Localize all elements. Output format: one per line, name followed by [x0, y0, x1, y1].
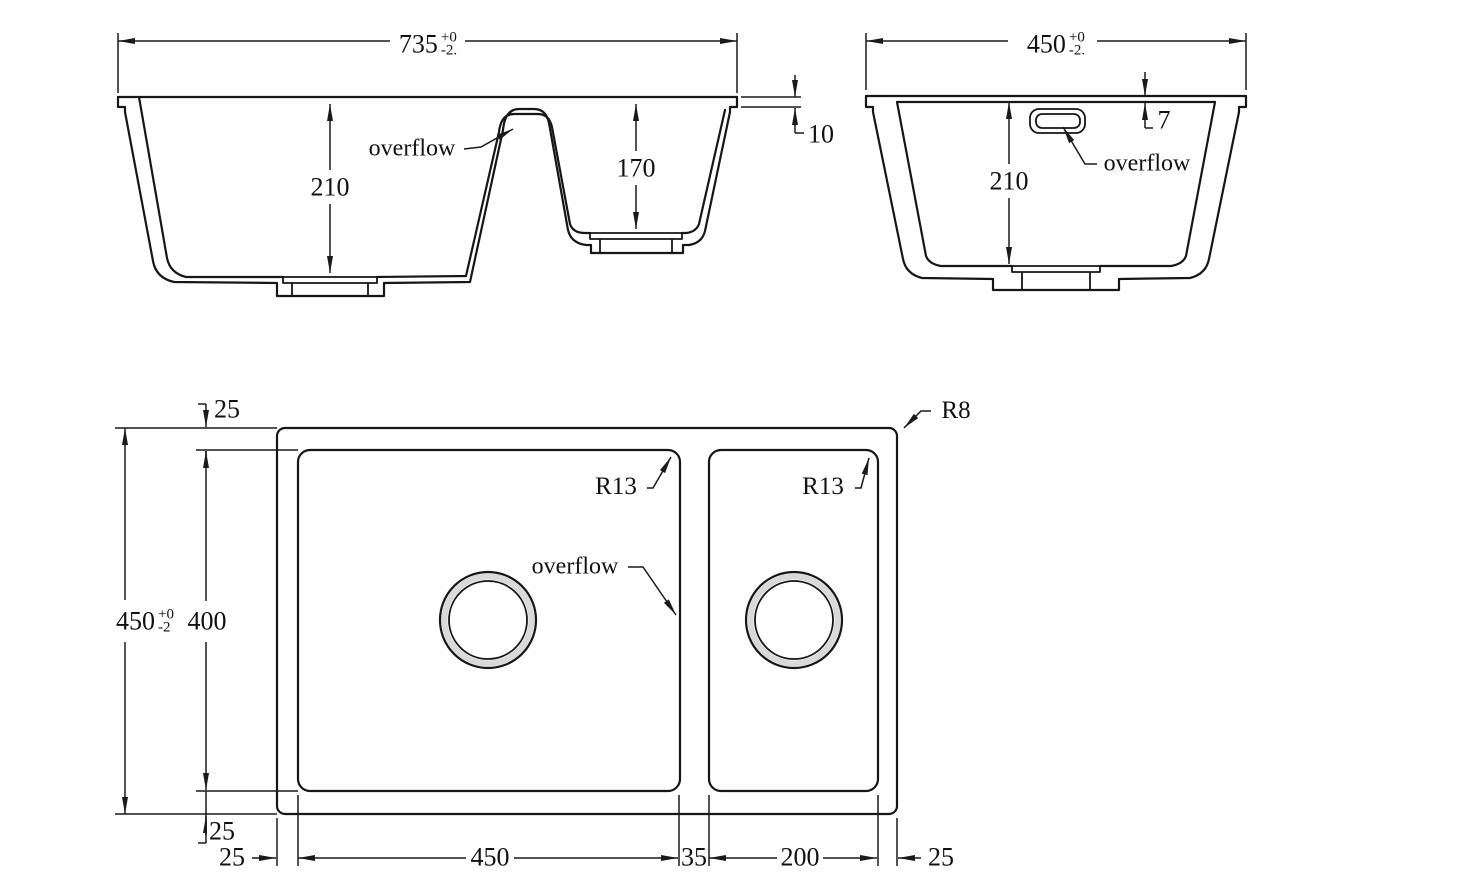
- plan-edge-top-dim: 25: [212, 394, 242, 424]
- front-view-linework: [116, 33, 804, 298]
- plan-bowl1-corner-radius-label: R13: [593, 472, 639, 501]
- front-width-value: 735: [398, 29, 438, 59]
- plan-bowl-length-dim: 400: [185, 606, 229, 636]
- small-bowl-drain: [744, 570, 844, 670]
- plan-edge-left-dim: 25: [217, 842, 247, 872]
- front-width-tolerance: +0 -2.: [440, 28, 458, 58]
- front-small-bowl-depth-dim: 170: [614, 153, 658, 183]
- plan-height-tolerance: +0 -2: [158, 605, 174, 635]
- side-depth-dim: 210: [987, 166, 1031, 196]
- plan-edge-bottom-dim: 25: [207, 816, 237, 846]
- overflow-slot: [1029, 108, 1086, 134]
- side-width-tolerance: +0 -2.: [1068, 28, 1086, 58]
- plan-view-linework: [115, 403, 931, 866]
- side-width-dim: 450 +0 -2.: [1024, 28, 1088, 59]
- outer-rim-outline: [275, 426, 899, 816]
- side-width-value: 450: [1026, 29, 1066, 59]
- plan-height-dim: 450 +0 -2: [114, 605, 176, 636]
- plan-divider-width-dim: 35: [680, 842, 708, 872]
- front-overflow-label: overflow: [366, 135, 458, 162]
- plan-overflow-label: overflow: [529, 553, 621, 580]
- plan-outer-corner-radius-label: R8: [939, 396, 973, 425]
- plan-bowl2-width-dim: 200: [778, 842, 822, 872]
- front-large-bowl-depth-dim: 210: [308, 172, 352, 202]
- side-top-thickness-dim: 7: [1155, 105, 1173, 135]
- side-view-linework: [864, 33, 1248, 292]
- front-rim-height-dim: 10: [806, 119, 836, 149]
- plan-bowl1-width-dim: 450: [468, 842, 512, 872]
- plan-edge-right-dim: 25: [926, 842, 956, 872]
- large-bowl-drain: [438, 570, 538, 670]
- front-width-dim: 735 +0 -2.: [396, 28, 460, 59]
- plan-height-value: 450: [116, 606, 156, 636]
- small-bowl-outline: [707, 448, 880, 793]
- large-bowl-outline: [296, 448, 682, 793]
- side-overflow-label: overflow: [1101, 150, 1193, 177]
- plan-bowl2-corner-radius-label: R13: [800, 472, 846, 501]
